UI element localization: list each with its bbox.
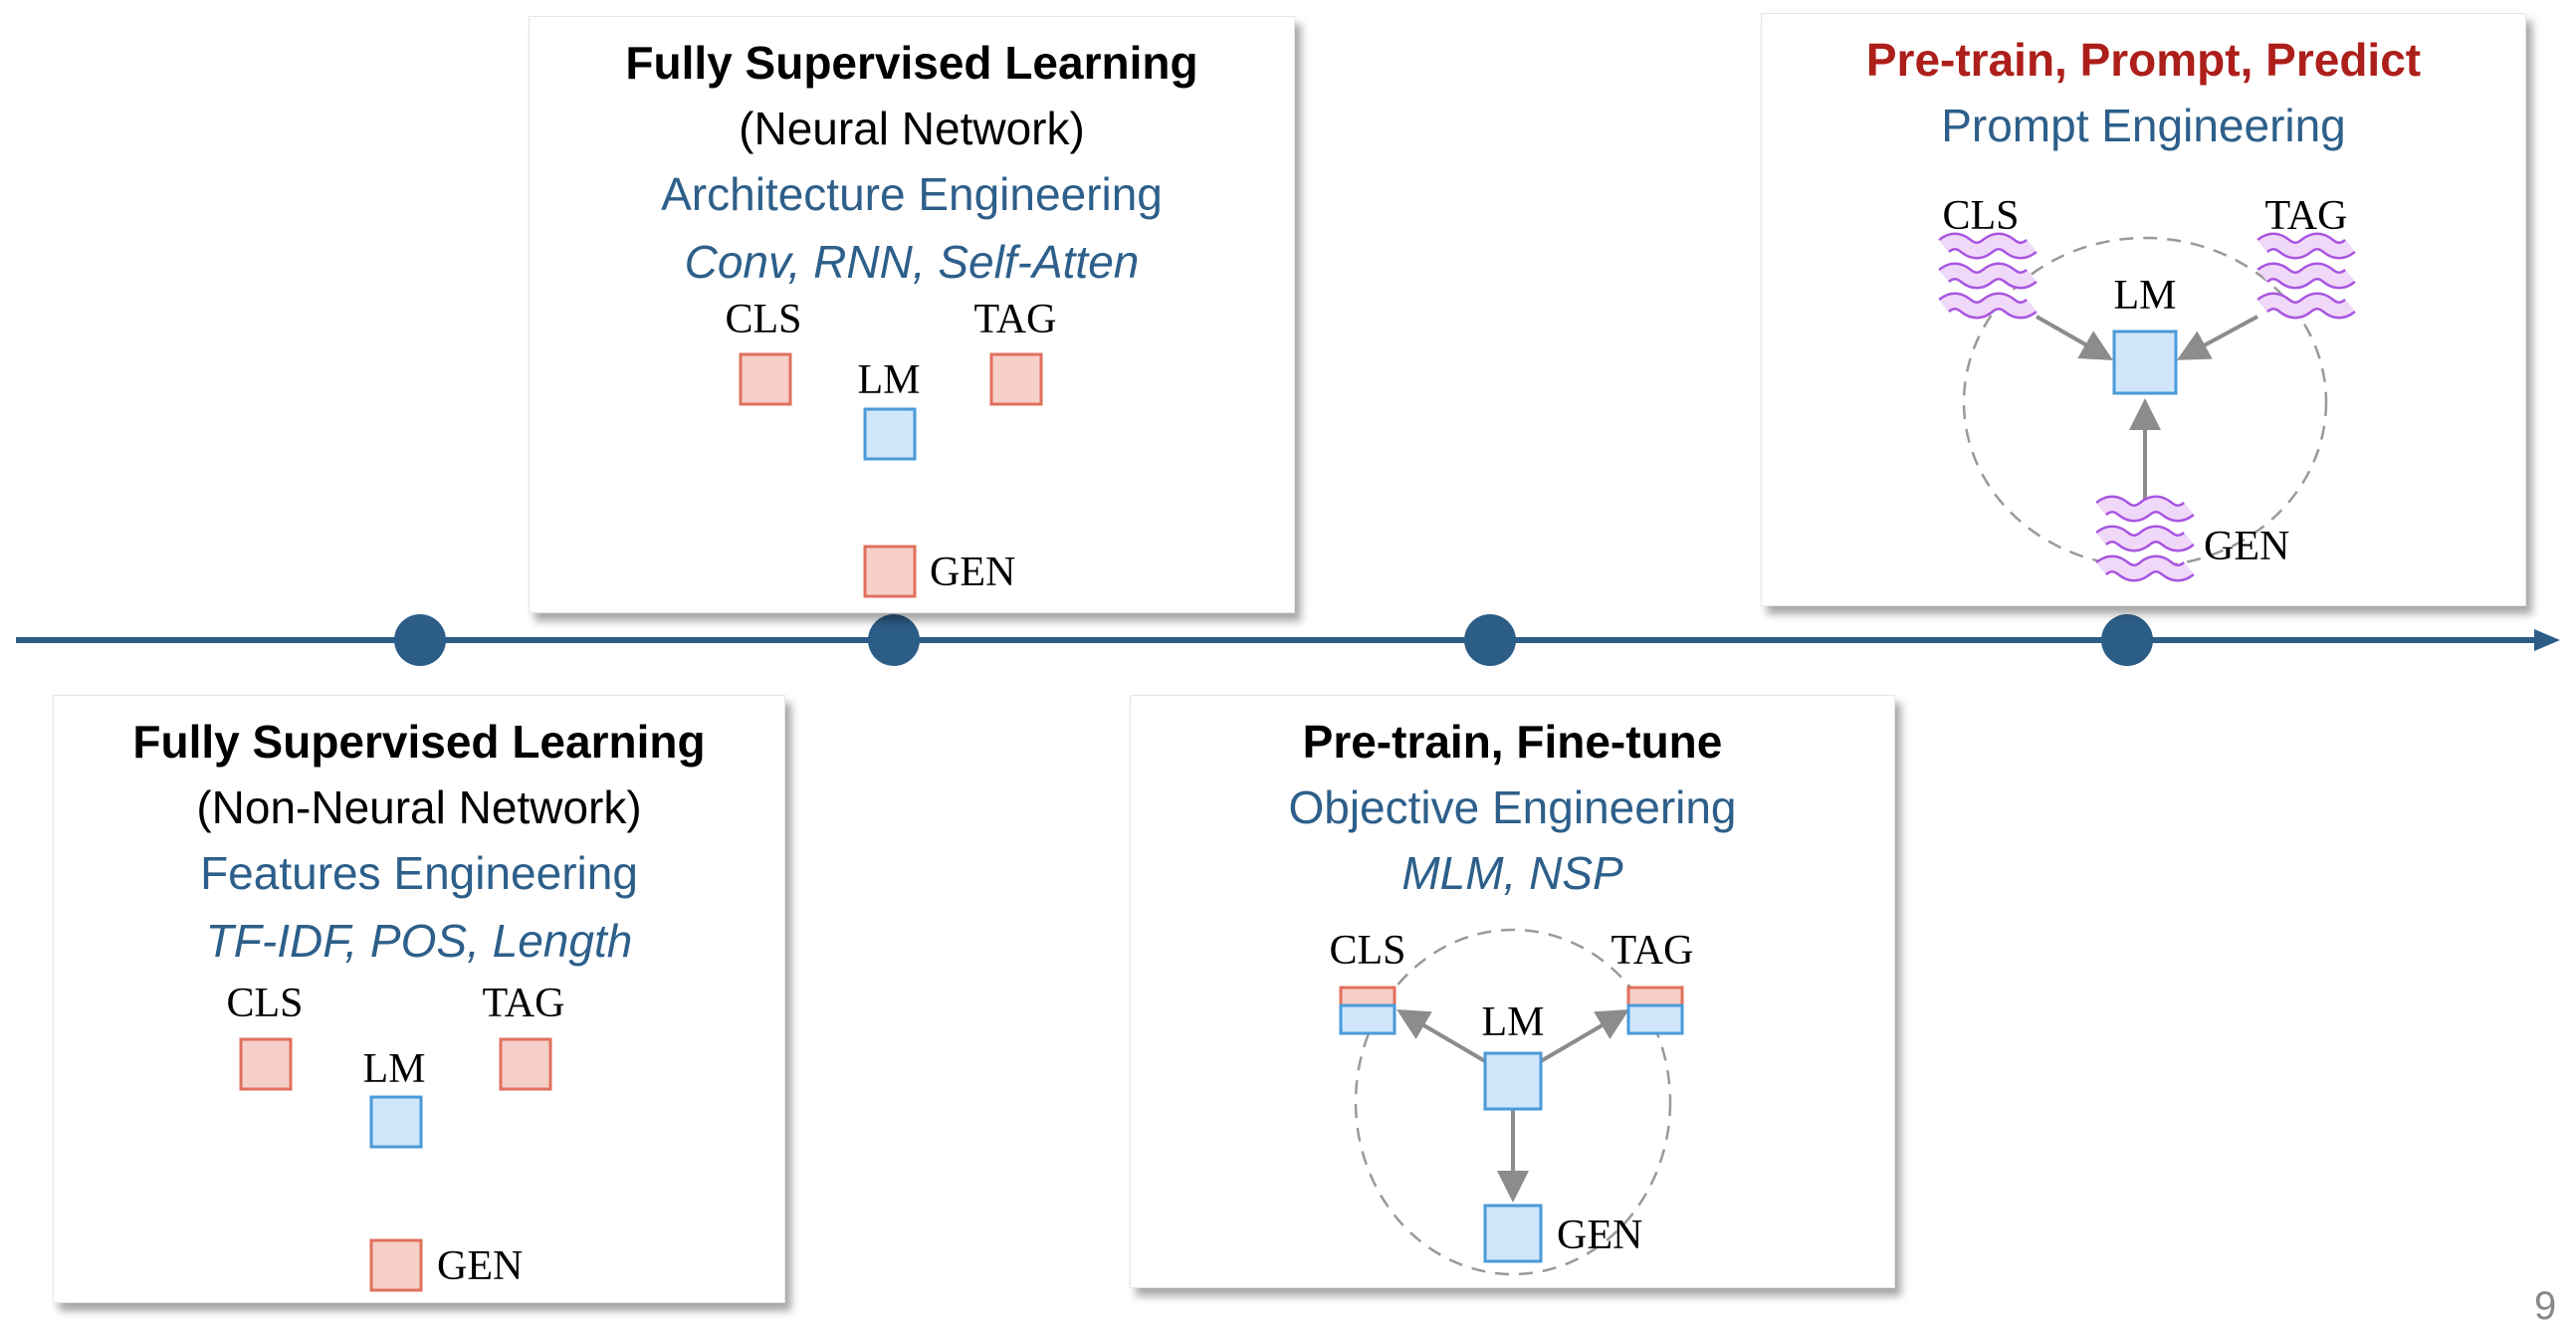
gen-label: GEN (1557, 1213, 1642, 1258)
diagram-pretrain-finetune: CLS LM TAG GEN (1329, 928, 1694, 1276)
stage-card-non-neural: Fully Supervised Learning (Non-Neural Ne… (53, 695, 785, 1303)
tag-prompt-wave-icon (2262, 242, 2350, 311)
cls-head-square (1339, 986, 1396, 1007)
lm-square (369, 1095, 423, 1149)
timeline-dot-stage-4 (2101, 614, 2153, 666)
lm-label: LM (1482, 999, 1545, 1045)
lm-label: LM (363, 1046, 426, 1092)
timeline-arrowhead (2534, 629, 2560, 651)
stage-engineering: Features Engineering (200, 847, 638, 899)
diagram-non-neural: CLS LM TAG GEN (226, 981, 565, 1292)
tag-task-square (499, 1037, 552, 1091)
timeline-dot-stage-2 (868, 614, 920, 666)
stage-examples: TF-IDF, POS, Length (205, 915, 633, 967)
stage-engineering: Prompt Engineering (1941, 100, 2346, 151)
tag-task-square (989, 352, 1043, 406)
gen-label: GEN (930, 550, 1015, 595)
cls-body-square (1339, 1003, 1396, 1035)
cls-label: CLS (725, 297, 801, 342)
lm-label: LM (2114, 273, 2177, 319)
gen-task-square (369, 1238, 423, 1292)
stage-examples: MLM, NSP (1401, 847, 1623, 899)
cls-prompt-wave-icon (1944, 242, 2032, 311)
gen-square (1483, 1204, 1543, 1263)
gen-prompt-wave-icon (2101, 505, 2189, 573)
arrow-lm-to-cls (1396, 1008, 1487, 1063)
stage-title: Fully Supervised Learning (625, 37, 1198, 89)
stage-engineering: Architecture Engineering (661, 168, 1163, 220)
stage-title: Fully Supervised Learning (132, 716, 706, 768)
lm-square (1483, 1051, 1543, 1111)
arrow-cls-to-lm (2036, 315, 2113, 360)
tag-label: TAG (483, 981, 565, 1026)
dashed-cycle (1354, 928, 1672, 1276)
lm-label: LM (858, 357, 921, 403)
tag-head-square (1626, 986, 1684, 1007)
tag-label: TAG (1611, 928, 1694, 974)
stage-title: Pre-train, Prompt, Predict (1865, 34, 2422, 86)
page-number: 9 (2534, 1284, 2557, 1328)
stage-examples: Conv, RNN, Self-Atten (684, 236, 1140, 288)
stage-card-neural: Fully Supervised Learning (Neural Networ… (529, 16, 1295, 613)
arrow-tag-to-lm (2176, 315, 2258, 360)
tag-body-square (1626, 1003, 1684, 1035)
arrow-lm-to-tag (1539, 1008, 1629, 1063)
cls-task-square (739, 352, 792, 406)
gen-task-square (863, 545, 917, 598)
cls-label: CLS (1942, 193, 2019, 239)
stage-engineering: Objective Engineering (1288, 781, 1737, 833)
timeline-dot-stage-3 (1464, 614, 1516, 666)
cls-task-square (239, 1037, 293, 1091)
gen-label: GEN (2204, 524, 2289, 569)
cls-label: CLS (1329, 928, 1405, 974)
diagram-prompt: CLS LM TAG GEN (1942, 193, 2350, 573)
lm-square (2112, 330, 2178, 395)
cls-label: CLS (226, 981, 303, 1026)
diagram-neural: CLS LM TAG GEN (725, 297, 1057, 598)
stage-subtitle: (Non-Neural Network) (196, 781, 642, 833)
timeline-dot-stage-1 (394, 614, 446, 666)
stage-subtitle: (Neural Network) (739, 103, 1085, 154)
lm-square (863, 407, 917, 461)
stage-title: Pre-train, Fine-tune (1302, 716, 1723, 768)
tag-label: TAG (2265, 193, 2348, 239)
gen-label: GEN (437, 1243, 523, 1289)
tag-label: TAG (974, 297, 1057, 342)
